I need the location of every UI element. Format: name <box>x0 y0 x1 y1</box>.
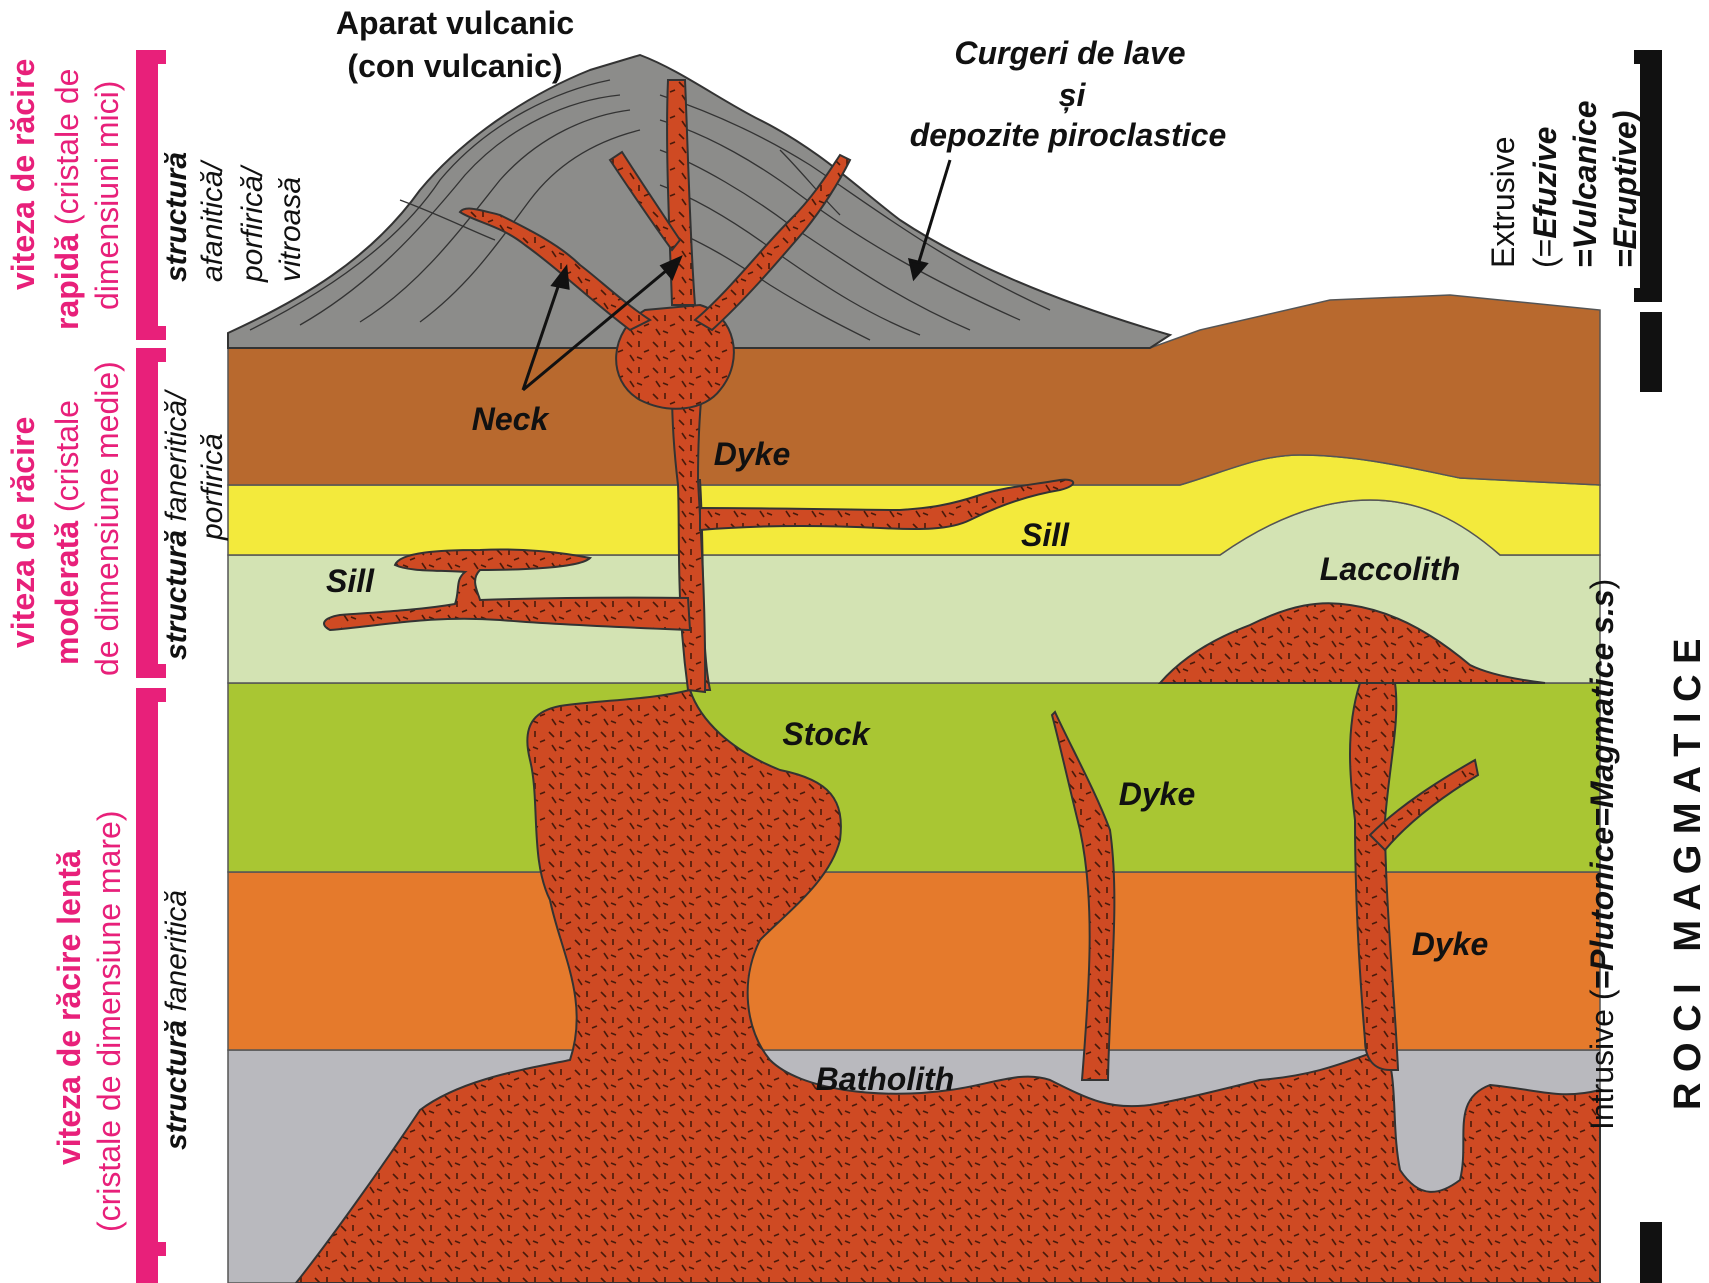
label-sill-left: Sill <box>326 563 375 599</box>
moderate-cooling-line3: de dimensiune medie) <box>89 361 125 676</box>
fast-structure-3: vitroasă <box>274 177 307 282</box>
slow-structure: structură faneritică <box>160 890 193 1150</box>
moderate-cooling-line1: viteza de răcire <box>5 417 41 648</box>
moderate-cooling-line2: moderată (cristale <box>49 400 85 665</box>
fast-cooling-line2: rapidă (cristale de <box>49 69 85 330</box>
roci-magmatice-label: R O C I M A G M A T I C E <box>1667 639 1709 1110</box>
fast-cooling-line3: dimensiuni mici) <box>89 81 125 310</box>
label-curgeri-line2: și <box>1059 77 1087 113</box>
moderate-structure-line1: structură faneritică/ <box>160 389 193 660</box>
label-batholith: Batholith <box>816 1061 955 1097</box>
slow-cooling-line1: viteza de răcire lentă <box>51 850 87 1165</box>
fast-cooling-line1: viteza de răcire <box>5 59 41 290</box>
label-stock: Stock <box>782 716 871 752</box>
label-curgeri-line1: Curgeri de lave <box>954 35 1185 71</box>
volcano-cone <box>228 55 1170 348</box>
extrusive-line2: (=Efuzive <box>1527 127 1563 268</box>
fast-structure-bold: structură <box>160 152 193 282</box>
label-sill-right: Sill <box>1021 517 1070 553</box>
extrusive-line3: =Vulcanice <box>1567 100 1603 268</box>
label-neck: Neck <box>472 401 551 437</box>
moderate-structure-line2: porfirică <box>196 433 229 541</box>
extrusive-line1: Extrusive <box>1485 136 1521 268</box>
label-aparat-line1: Aparat vulcanic <box>336 5 574 41</box>
label-curgeri-line3: depozite piroclastice <box>910 117 1227 153</box>
extrusive-line4: =Eruptive) <box>1607 111 1643 268</box>
label-laccolith: Laccolith <box>1320 551 1460 587</box>
fast-structure-1: afanitică/ <box>196 159 229 282</box>
fast-structure-2: porfirică/ <box>236 164 269 283</box>
slow-cooling-line2: (cristale de dimensiune mare) <box>91 811 127 1233</box>
intrusive-label: Intrusive (=Plutonice=Magmatice s.s) <box>1584 579 1620 1130</box>
label-dyke-top: Dyke <box>714 436 791 472</box>
label-dyke-right: Dyke <box>1412 926 1489 962</box>
label-aparat-line2: (con vulcanic) <box>347 48 562 84</box>
label-dyke-mid: Dyke <box>1119 776 1196 812</box>
